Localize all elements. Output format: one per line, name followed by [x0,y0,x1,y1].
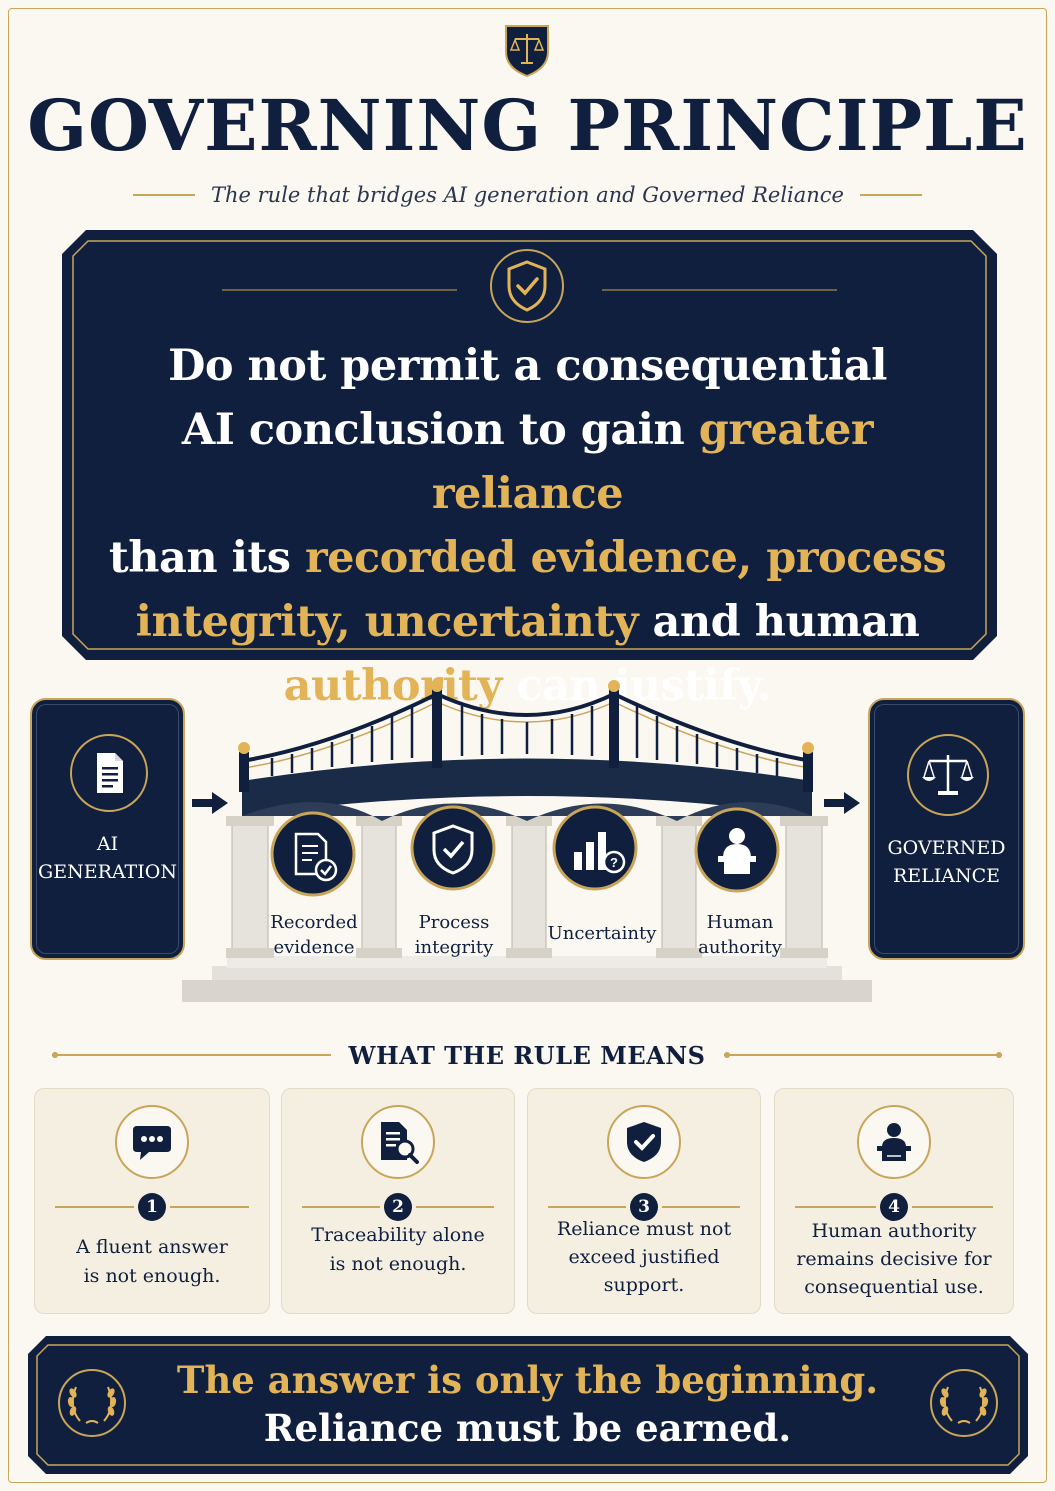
divider [723,1052,1003,1057]
pillar-label-uncertainty: Uncertainty [536,921,668,946]
scales-icon [907,734,989,816]
principle-statement: Do not permit a consequential AI conclus… [100,334,955,718]
svg-text:?: ? [610,855,618,870]
number-row: 2 [302,1193,494,1221]
rule-line: Traceability alone [311,1224,485,1246]
rule-card-4: 4 Human authority remains decisive for c… [774,1088,1014,1314]
step-number: 4 [880,1193,908,1221]
shield-check-icon [490,249,564,323]
rule-card-1: 1 A fluent answer is not enough. [34,1088,270,1314]
divider [859,194,922,196]
footer-line-1: The answer is only the beginning. [176,1358,879,1402]
section-heading-row: WHAT THE RULE MEANS [52,1038,1003,1072]
page-subtitle: The rule that bridges AI generation and … [211,183,844,207]
principle-highlight: greater reliance [431,405,874,519]
rule-card-3: 3 Reliance must not exceed justified sup… [527,1088,761,1314]
shield-check-icon [607,1105,681,1179]
principle-text: can justify. [501,661,772,711]
shield-check-icon [410,805,496,891]
principle-highlight: recorded evidence, process [304,533,947,583]
rule-line: consequential use. [804,1276,984,1298]
principle-highlight: authority [283,661,503,711]
arrow-right-icon [824,792,860,814]
governed-reliance-box: GOVERNED RELIANCE [868,698,1025,960]
pillar-label-process-integrity: Process integrity [394,910,514,960]
rule-line: Reliance must not [556,1218,732,1240]
principle-line-3: than its recorded evidence, process [100,526,955,590]
person-podium-icon [694,807,780,893]
pillar-label-line: evidence [273,937,355,958]
governed-reliance-label: GOVERNED RELIANCE [870,834,1023,890]
rule-line: support. [603,1274,685,1296]
pillar-label-line: Recorded [270,912,358,933]
pillar-label-line: integrity [414,937,494,958]
number-row: 3 [548,1193,740,1221]
rule-line: exceed justified [568,1246,720,1268]
pillar-label-recorded-evidence: Recorded evidence [254,910,374,960]
rule-card-text: Human authority remains decisive for con… [787,1217,1001,1301]
laurel-wreath-icon [58,1369,126,1437]
principle-text: than its [108,533,305,583]
document-search-icon [361,1105,435,1179]
person-podium-icon [857,1105,931,1179]
rule-line: remains decisive for [796,1248,992,1270]
number-row: 4 [795,1193,993,1221]
pillar-label-line: Human [706,912,774,933]
ai-generation-label: AI GENERATION [32,830,183,886]
pillar-label-human-authority: Human authority [680,910,800,960]
principle-line-1: Do not permit a consequential [168,341,887,391]
ai-generation-box: AI GENERATION [30,698,185,960]
rule-card-2: 2 Traceability alone is not enough. [281,1088,515,1314]
pillar-label-line: Uncertainty [547,923,657,944]
rule-line: Human authority [811,1220,977,1242]
page-title: GOVERNING PRINCIPLE [27,84,1028,167]
ai-label-line: GENERATION [38,861,177,883]
gr-label-line: GOVERNED [887,837,1006,859]
pillar-label-line: Process [418,912,490,933]
principle-line-2: AI conclusion to gain greater reliance [100,398,955,526]
chart-question-icon: ? [552,805,638,891]
arrow-right-icon [192,792,228,814]
ai-label-line: AI [96,833,119,855]
divider [52,1052,331,1057]
number-row: 1 [55,1193,249,1221]
step-number: 2 [384,1193,412,1221]
principle-highlight: integrity, uncertainty [135,597,639,647]
section-title: WHAT THE RULE MEANS [348,1040,706,1070]
gr-label-line: RELIANCE [892,865,1001,887]
document-icon [70,734,148,812]
rule-line: is not enough. [83,1265,221,1287]
rule-card-text: Traceability alone is not enough. [294,1221,502,1279]
principle-text: and human [638,597,920,647]
step-number: 3 [630,1193,658,1221]
principle-line-5: authority can justify. [100,654,955,718]
step-number: 1 [138,1193,166,1221]
footer-banner [28,1336,1028,1474]
subtitle-row: The rule that bridges AI generation and … [0,180,1055,210]
document-check-icon [270,811,356,897]
bridge-illustration: ? [182,680,872,1002]
scales-of-justice-icon [505,25,549,78]
pillar-label-line: authority [698,937,782,958]
rule-line: A fluent answer [76,1236,228,1258]
rule-card-text: Reliance must not exceed justified suppo… [540,1215,748,1299]
footer-line-2: Reliance must be earned. [263,1406,792,1450]
divider [133,194,195,196]
laurel-wreath-icon [930,1369,998,1437]
principle-line-4: integrity, uncertainty and human [100,590,955,654]
rule-card-text: A fluent answer is not enough. [47,1233,257,1291]
principle-text: AI conclusion to gain [181,405,699,455]
rule-line: is not enough. [329,1253,467,1275]
speech-bubble-icon [115,1105,189,1179]
